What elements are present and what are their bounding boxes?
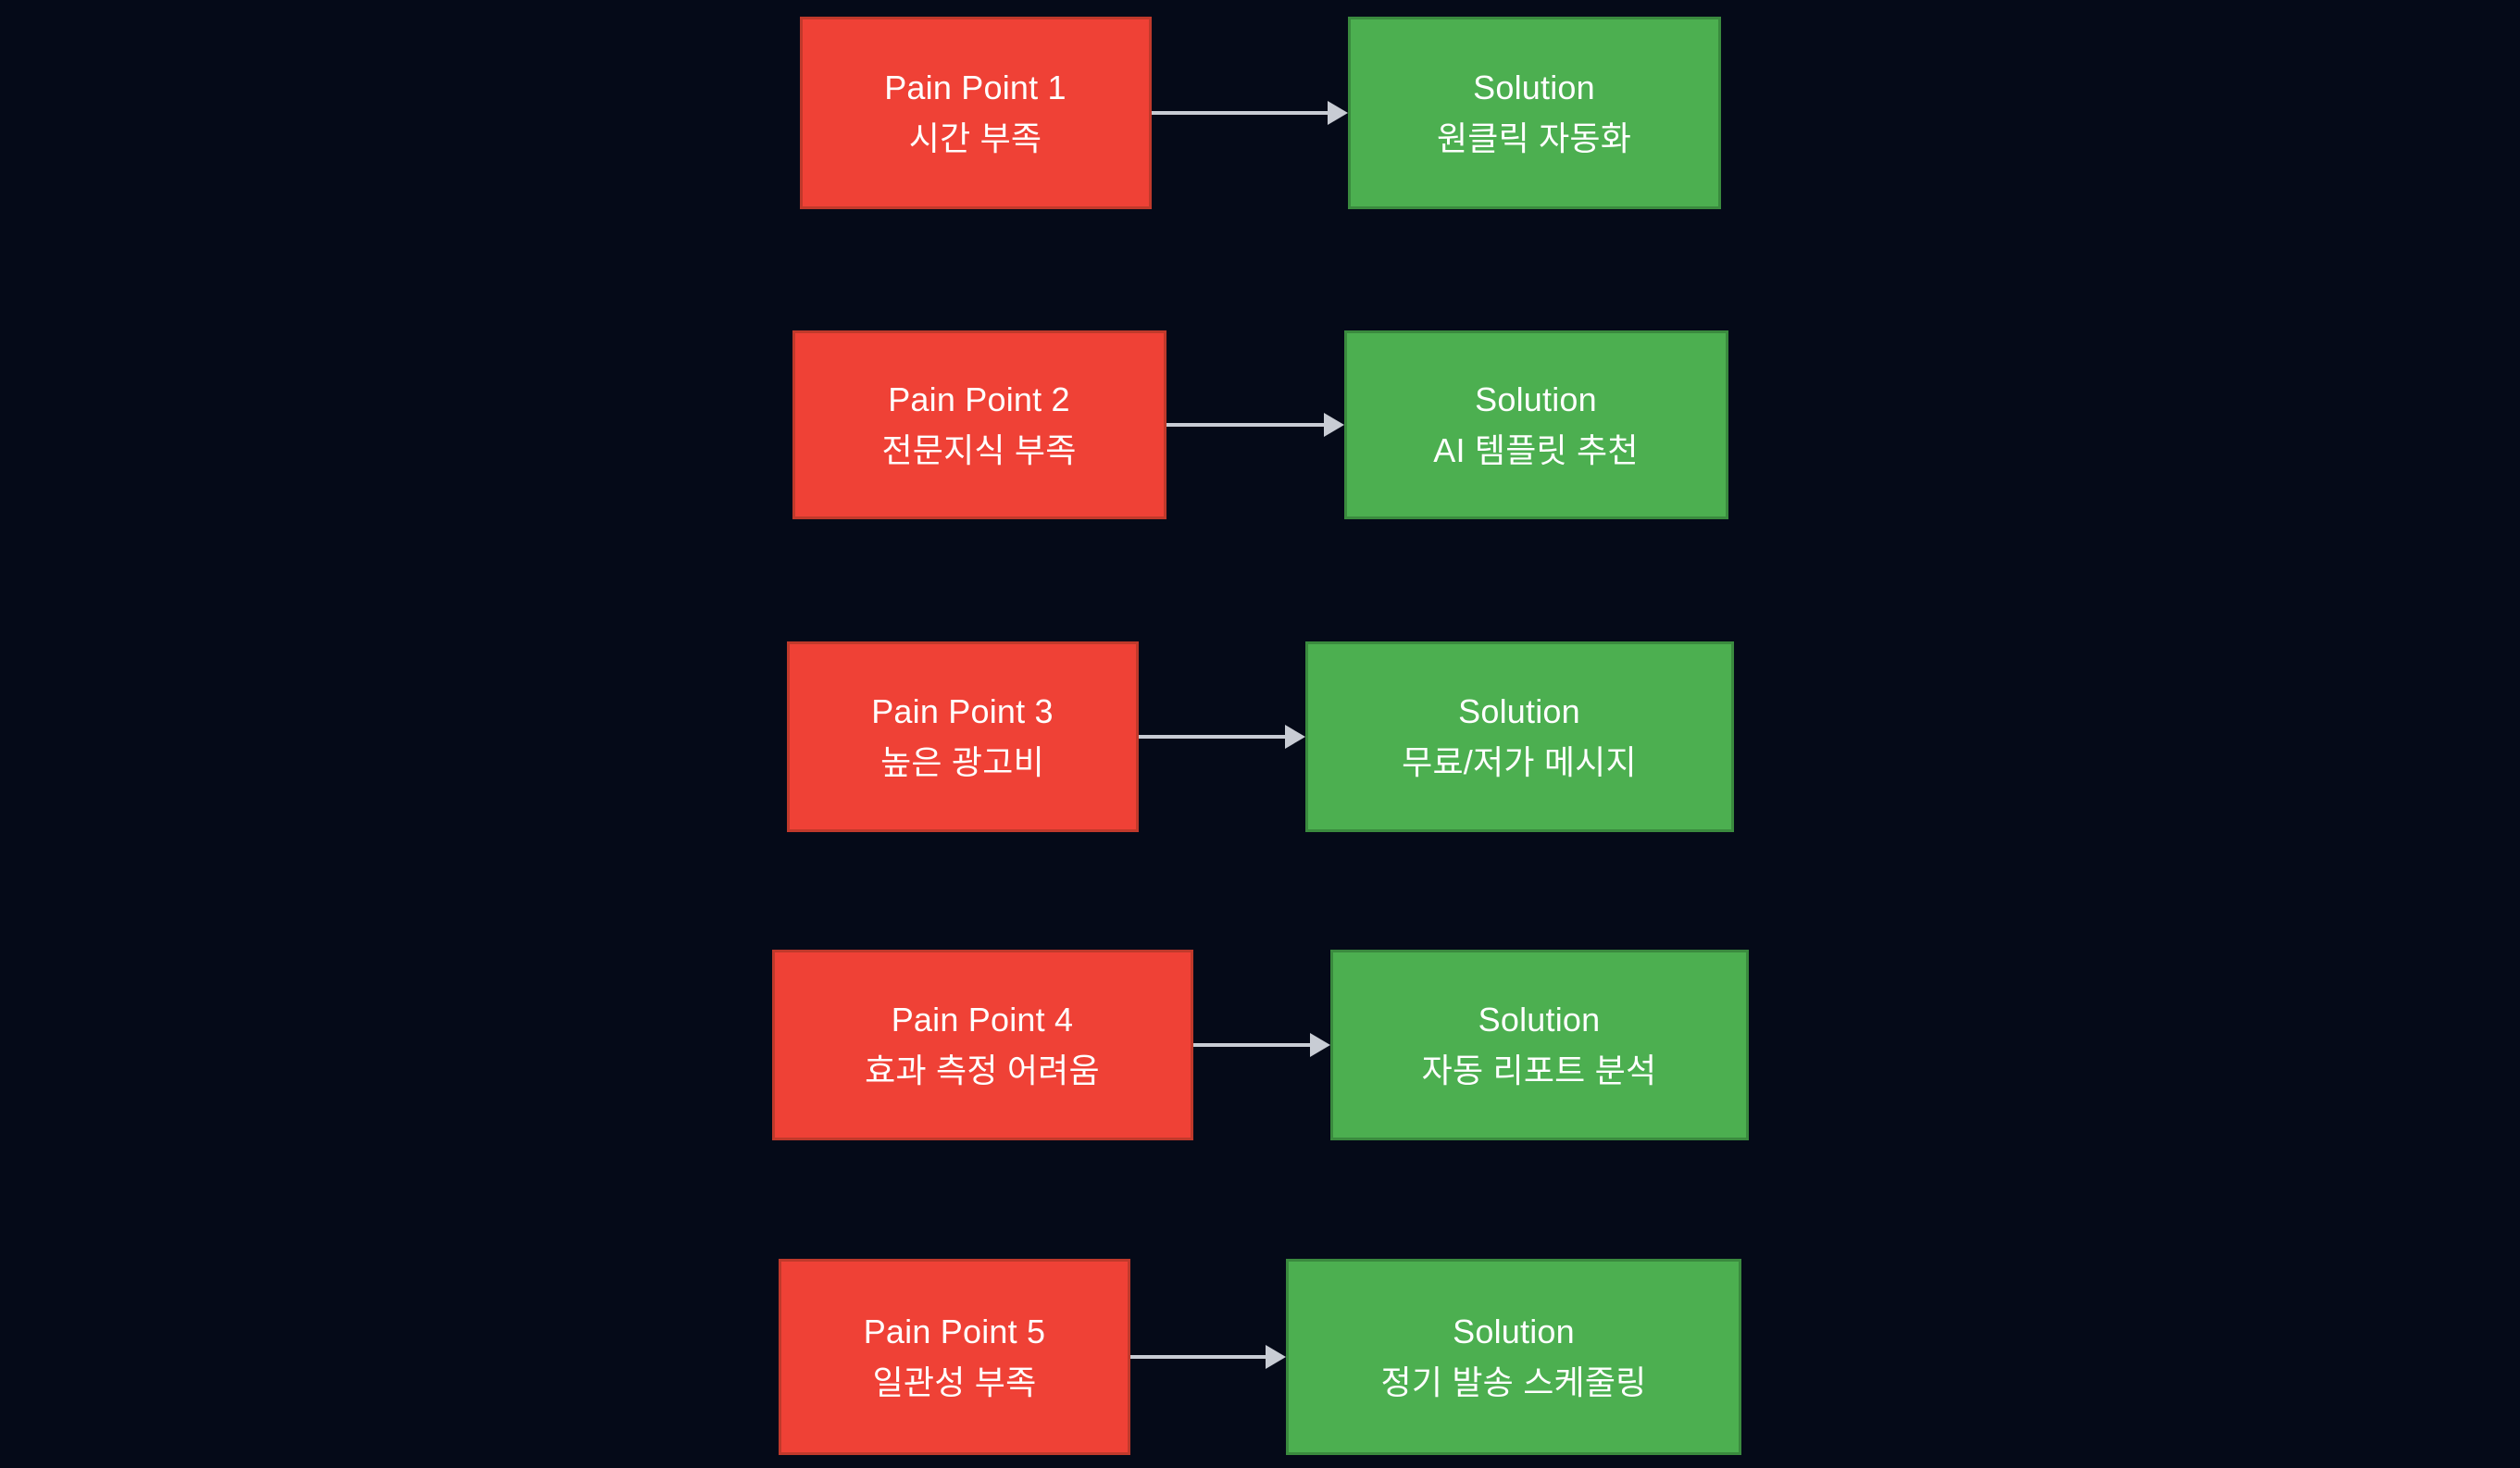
pain-point-node[interactable]: Pain Point 4 효과 측정 어려움 bbox=[771, 950, 1193, 1140]
arrow-shaft bbox=[1151, 111, 1328, 115]
pain-point-title: Pain Point 5 bbox=[863, 1312, 1046, 1350]
pain-point-detail: 높은 광고비 bbox=[880, 743, 1044, 781]
diagram-row: Pain Point 3 높은 광고비 Solution 무료/저가 메시지 bbox=[0, 641, 2520, 832]
diagram-row: Pain Point 1 시간 부족 Solution 원클릭 자동화 bbox=[0, 17, 2520, 209]
arrow-head bbox=[1323, 413, 1344, 437]
arrow-shaft bbox=[1192, 1043, 1310, 1047]
solution-node[interactable]: Solution 무료/저가 메시지 bbox=[1304, 641, 1734, 832]
pain-point-node[interactable]: Pain Point 1 시간 부족 bbox=[799, 17, 1152, 209]
arrow-head bbox=[1284, 725, 1305, 749]
arrow-head bbox=[1327, 101, 1348, 125]
solution-title: Solution bbox=[1453, 1312, 1575, 1350]
solution-detail: 원클릭 자동화 bbox=[1436, 119, 1632, 157]
pain-point-detail: 일관성 부족 bbox=[872, 1363, 1037, 1401]
solution-node[interactable]: Solution AI 템플릿 추천 bbox=[1343, 330, 1728, 519]
solution-title: Solution bbox=[1473, 68, 1595, 106]
arrow-right-icon bbox=[1166, 413, 1344, 437]
solution-node[interactable]: Solution 자동 리포트 분석 bbox=[1329, 950, 1749, 1140]
arrow-shaft bbox=[1138, 735, 1285, 739]
pain-point-title: Pain Point 4 bbox=[891, 1001, 1074, 1039]
pain-point-node[interactable]: Pain Point 2 전문지식 부족 bbox=[792, 330, 1166, 519]
arrow-right-icon bbox=[1138, 725, 1305, 749]
arrow-head bbox=[1309, 1033, 1330, 1057]
diagram-row: Pain Point 2 전문지식 부족 Solution AI 템플릿 추천 bbox=[0, 330, 2520, 519]
arrow-shaft bbox=[1130, 1355, 1266, 1359]
pain-point-detail: 전문지식 부족 bbox=[881, 431, 1077, 469]
solution-detail: AI 템플릿 추천 bbox=[1433, 431, 1639, 469]
arrow-right-icon bbox=[1151, 101, 1348, 125]
solution-node[interactable]: Solution 정기 발송 스케줄링 bbox=[1286, 1259, 1741, 1455]
arrow-head bbox=[1266, 1345, 1286, 1369]
solution-detail: 무료/저가 메시지 bbox=[1402, 743, 1637, 781]
solution-title: Solution bbox=[1475, 380, 1597, 418]
pain-point-node[interactable]: Pain Point 5 일관성 부족 bbox=[779, 1259, 1130, 1455]
solution-title: Solution bbox=[1478, 1001, 1601, 1039]
diagram-row: Pain Point 5 일관성 부족 Solution 정기 발송 스케줄링 bbox=[0, 1259, 2520, 1455]
pain-point-title: Pain Point 2 bbox=[888, 380, 1070, 418]
pain-point-detail: 시간 부족 bbox=[908, 119, 1042, 157]
arrow-right-icon bbox=[1130, 1345, 1286, 1369]
solution-detail: 자동 리포트 분석 bbox=[1421, 1051, 1657, 1089]
pain-point-title: Pain Point 1 bbox=[884, 68, 1067, 106]
arrow-right-icon bbox=[1192, 1033, 1330, 1057]
diagram-row: Pain Point 4 효과 측정 어려움 Solution 자동 리포트 분… bbox=[0, 950, 2520, 1140]
solution-detail: 정기 발송 스케줄링 bbox=[1380, 1363, 1647, 1401]
pain-point-title: Pain Point 3 bbox=[871, 692, 1054, 730]
solution-title: Solution bbox=[1458, 692, 1580, 730]
arrow-shaft bbox=[1166, 423, 1324, 427]
solution-node[interactable]: Solution 원클릭 자동화 bbox=[1347, 17, 1721, 209]
pain-point-node[interactable]: Pain Point 3 높은 광고비 bbox=[786, 641, 1139, 832]
pain-point-detail: 효과 측정 어려움 bbox=[865, 1051, 1100, 1089]
